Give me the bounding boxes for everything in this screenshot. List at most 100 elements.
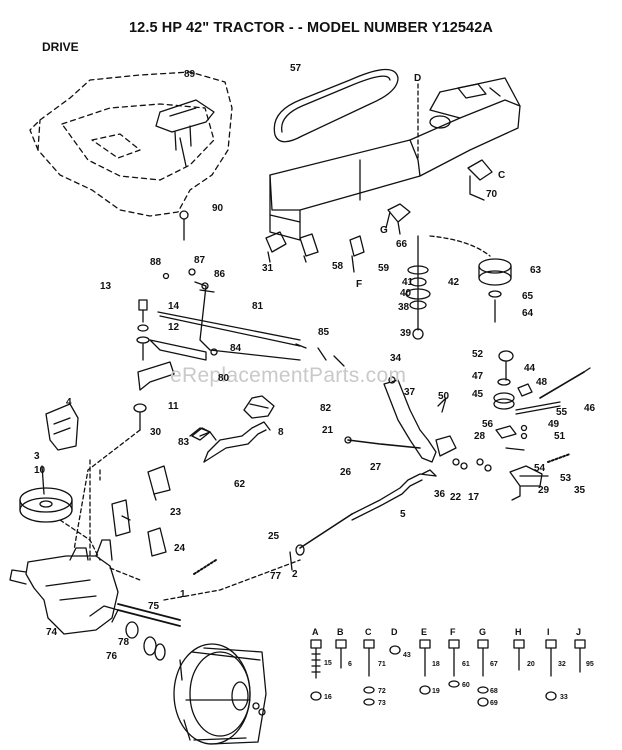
rod-part-55: [539, 367, 591, 399]
callout-70: 70: [486, 189, 498, 200]
lever-part-80: [133, 361, 175, 431]
callout-81: 81: [252, 301, 264, 312]
callout-27: 27: [370, 462, 382, 473]
fastener-number-95: 95: [586, 661, 594, 668]
bracket-part-30-upper: [45, 403, 79, 451]
fastener-number-68: 68: [490, 688, 498, 695]
fastener-number-6: 6: [348, 661, 352, 668]
callout-46: 46: [584, 403, 596, 414]
fastener-e: [419, 639, 431, 677]
callout-65: 65: [522, 291, 534, 302]
fastener-number-73: 73: [378, 700, 386, 707]
callout-12: 12: [168, 322, 180, 333]
fastener-number-69: 69: [490, 700, 498, 707]
callout-77: 77: [270, 571, 282, 582]
callout-87: 87: [194, 255, 206, 266]
spring-part-2: [193, 559, 217, 575]
callout-90: 90: [212, 203, 224, 214]
callout-22: 22: [450, 492, 462, 503]
callout-88: 88: [150, 257, 162, 268]
section-label: DRIVE: [42, 40, 79, 54]
callout-10: 10: [34, 465, 46, 476]
callout-34: 34: [390, 353, 402, 364]
fastener-number-71: 71: [378, 661, 386, 668]
hood-outline: [29, 71, 233, 217]
fastener-nuts: [310, 680, 557, 707]
callout-55: 55: [556, 407, 568, 418]
callout-13: 13: [100, 281, 112, 292]
fastener-number-16: 16: [324, 694, 332, 701]
fastener-number-67: 67: [490, 661, 498, 668]
fastener-letter-c: C: [365, 627, 372, 637]
callout-53: 53: [560, 473, 572, 484]
fastener-number-60: 60: [462, 682, 470, 689]
lever-part-34: [383, 376, 437, 463]
fastener-number-20: 20: [527, 661, 535, 668]
fastener-number-72: 72: [378, 688, 386, 695]
callout-28: 28: [474, 431, 486, 442]
fastener-number-32: 32: [558, 661, 566, 668]
fastener-number-61: 61: [462, 661, 470, 668]
bolt-part-90: [179, 210, 189, 241]
callout-11: 11: [168, 401, 179, 412]
bracket-part-66: [385, 203, 411, 235]
clutch-rod-part-81: [157, 281, 301, 361]
callout-64: 64: [522, 308, 534, 319]
callout-41: 41: [402, 277, 414, 288]
callout-C: C: [498, 170, 506, 181]
bracket-part-70: [467, 159, 493, 201]
callout-85: 85: [318, 327, 330, 338]
callout-51: 51: [554, 431, 566, 442]
callout-30: 30: [150, 427, 162, 438]
callout-G: G: [380, 225, 388, 236]
lever-part-53: [509, 465, 543, 501]
fastener-letter-g: G: [479, 627, 487, 637]
axle-nut-part-76: [252, 702, 266, 716]
callout-42: 42: [448, 277, 460, 288]
callout-D: D: [414, 73, 422, 84]
callout-48: 48: [536, 377, 548, 388]
adjust-rod-part-25: [289, 513, 353, 571]
callout-5: 5: [400, 509, 406, 520]
dashed-leader-long: [89, 459, 301, 601]
callout-F: F: [356, 279, 363, 290]
callout-17: 17: [468, 492, 480, 503]
rod-part-28: [344, 436, 421, 449]
callout-86: 86: [214, 269, 226, 280]
fastener-letter-e: E: [421, 627, 428, 637]
page-title: 12.5 HP 42" TRACTOR - - MODEL NUMBER Y12…: [129, 20, 493, 36]
callout-59: 59: [378, 263, 390, 274]
pin-part-10: [191, 427, 211, 441]
fastener-c: [363, 639, 375, 677]
bracket-part-84: [149, 339, 218, 361]
callout-62: 62: [234, 479, 246, 490]
callout-36: 36: [434, 489, 446, 500]
callout-45: 45: [472, 389, 484, 400]
fastener-i: [545, 639, 557, 677]
bracket-part-59: [349, 235, 365, 273]
callout-50: 50: [438, 391, 450, 402]
small-fasteners-top: [162, 268, 345, 367]
bracket-part-31: [265, 231, 287, 263]
bracket-part-5: [147, 527, 167, 557]
fastener-b: [335, 639, 347, 669]
clip-part-37: [437, 397, 447, 413]
fastener-letter-b: B: [337, 627, 344, 637]
callout-82: 82: [320, 403, 332, 414]
callout-38: 38: [398, 302, 410, 313]
callout-37: 37: [404, 387, 416, 398]
callout-4: 4: [66, 397, 72, 408]
callout-1: 1: [180, 589, 186, 600]
pivot-bolt-stack: [136, 299, 150, 361]
callout-57: 57: [290, 63, 302, 74]
watermark: eReplacementParts.com: [170, 364, 407, 387]
callout-80: 80: [218, 373, 230, 384]
callout-21: 21: [322, 425, 334, 436]
fastener-h: [513, 639, 525, 671]
callout-49: 49: [548, 419, 560, 430]
seat-bracket-part: [155, 99, 215, 167]
axle-washers: [125, 621, 166, 661]
callout-31: 31: [262, 263, 274, 274]
fastener-number-33: 33: [560, 694, 568, 701]
